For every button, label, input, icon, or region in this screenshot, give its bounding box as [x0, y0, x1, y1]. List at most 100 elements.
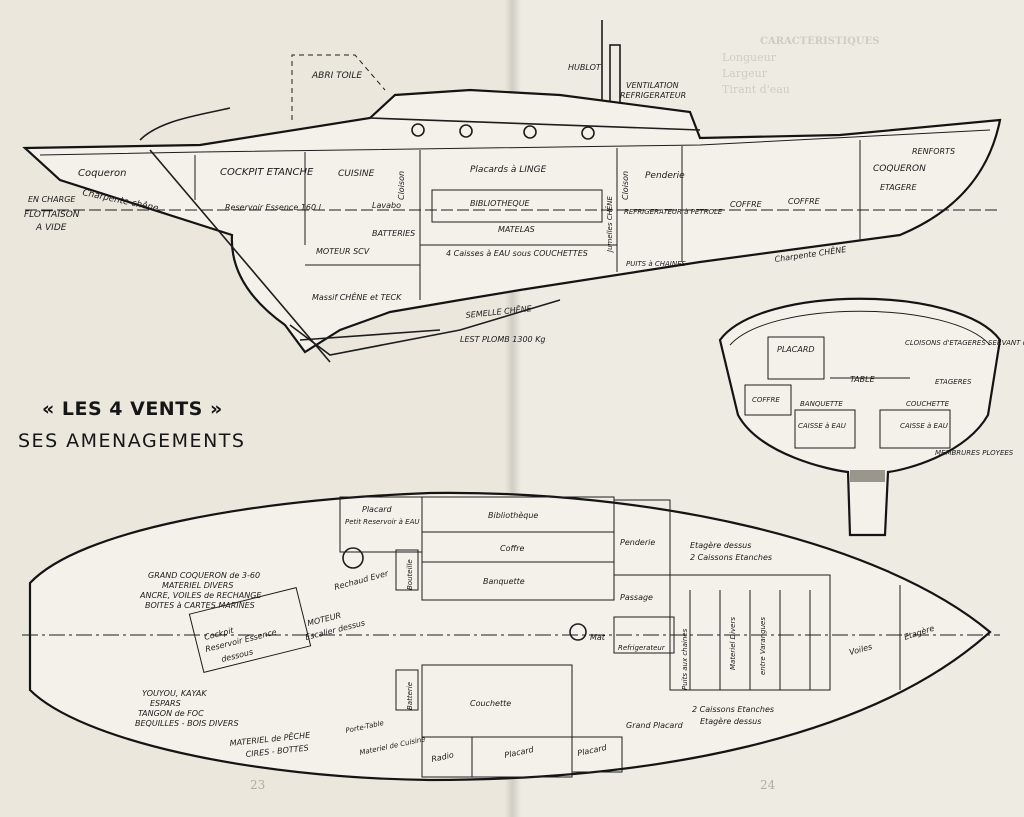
bibliotheque-shelf — [431, 189, 603, 223]
label-plan-espars: ESPARS — [150, 699, 181, 708]
section-deck — [729, 310, 991, 346]
label-section-etageres: ETAGERES — [935, 378, 972, 386]
label-plan-banquette: Banquette — [483, 577, 525, 586]
label-etagere: ETAGERE — [880, 183, 917, 192]
label-plan-refrigerateur: Refrigerateur — [618, 644, 666, 652]
tiller — [139, 107, 231, 141]
label-section-caisse-left: CAISSE à EAU — [798, 422, 846, 430]
label-section-table: TABLE — [850, 375, 876, 384]
label-section-coffre: COFFRE — [752, 396, 780, 404]
label-plan-tangon: TANGON de FOC — [138, 709, 204, 718]
profile-hull — [22, 88, 1002, 354]
label-hublot: HUBLOT — [568, 63, 602, 72]
section-keel-block — [850, 470, 885, 482]
label-renforts: RENFORTS — [912, 147, 955, 156]
plan-placard-bottom2 — [571, 736, 623, 773]
label-section-membrures: MEMBRURES PLOYEES — [935, 449, 1014, 457]
page-number-left: 23 — [250, 778, 266, 792]
label-plan-materiel-divers-fwd: Materiel Divers — [729, 617, 737, 670]
rudder-post — [149, 149, 331, 363]
label-plan-penderie: Penderie — [620, 538, 655, 547]
label-plan-bouteille: Bouteille — [406, 559, 414, 590]
label-plan-coffre: Coffre — [500, 544, 525, 553]
label-en-charge: EN CHARGE — [28, 195, 76, 204]
section-placard — [767, 336, 825, 380]
section-banquette — [794, 409, 856, 449]
label-refrigerateur-petrole: REFRIGERATEUR à PETROLE — [624, 208, 723, 216]
label-batteries: BATTERIES — [372, 229, 415, 238]
label-lavabo: Lavabo — [372, 201, 401, 210]
label-plan-grand-placard: Grand Placard — [626, 721, 684, 730]
plan-penderie — [613, 499, 671, 576]
cabin-roof — [369, 117, 701, 131]
label-plan-entre-varangues: entre Varangues — [759, 617, 767, 675]
porthole — [523, 125, 537, 139]
label-coffre-1: COFFRE — [730, 200, 763, 209]
label-plan-etagere-dessus2: Etagère dessus — [700, 716, 761, 726]
label-plan-boites: BOITES à CARTES MARINES — [145, 601, 255, 610]
porthole — [411, 123, 425, 137]
plan-bouteille — [395, 549, 419, 591]
label-plan-puits-chaines: Puits aux chaines — [681, 628, 689, 690]
label-plan-etagere-dessus: Etagère dessus — [690, 540, 751, 550]
label-plan-passage: Passage — [620, 593, 653, 602]
label-coffre-2: COFFRE — [788, 197, 821, 206]
porthole — [581, 126, 595, 140]
label-cloison-1: Cloison — [397, 171, 406, 200]
label-placards-linge: Placards à LINGE — [470, 165, 547, 175]
label-plan-youyou: YOUYOU, KAYAK — [142, 689, 207, 698]
label-plan-placard-top: Placard — [362, 505, 393, 514]
label-flottaison: FLOTTAISON — [24, 210, 80, 220]
label-bibliotheque: BIBLIOTHEQUE — [470, 199, 531, 208]
label-section-couchette: COUCHETTE — [906, 400, 950, 408]
label-a-vide: A VIDE — [35, 223, 67, 233]
background-heading: CARACTÉRISTIQUES — [760, 36, 880, 47]
label-cloison-2: Cloison — [621, 171, 630, 200]
label-section-banquette: BANQUETTE — [800, 400, 843, 408]
label-plan-batterie: Batterie — [406, 682, 414, 710]
label-puits-chaines: PUITS à CHAINES — [626, 260, 687, 268]
label-plan-mat: Mat — [590, 633, 606, 642]
page-number-right: 24 — [760, 778, 776, 792]
plan-banquette — [421, 561, 615, 601]
section-coffre — [744, 384, 792, 416]
porthole — [459, 124, 473, 138]
label-matelas: MATELAS — [498, 225, 535, 234]
label-abri-toile: ABRI TOILE — [311, 71, 362, 81]
deck-line — [39, 129, 991, 156]
plan-refrigerateur — [613, 616, 675, 654]
section-hull — [718, 297, 1002, 537]
section-couchette — [879, 409, 951, 449]
label-plan-bequilles: BEQUILLES - BOIS DIVERS — [135, 719, 239, 728]
label-caisses-eau: 4 Caisses à EAU sous COUCHETTES — [446, 249, 588, 258]
lest — [299, 329, 441, 341]
label-section-caisse-right: CAISSE à EAU — [900, 422, 948, 430]
label-ventilation: VENTILATION — [626, 81, 679, 90]
label-plan-grand-coqueron: GRAND COQUERON de 3-60 — [148, 571, 260, 580]
diagram-title: « LES 4 VENTS » — [42, 398, 223, 420]
plan-hull — [28, 491, 992, 782]
cockpit-box — [188, 586, 312, 674]
label-coqueron-fwd: COQUERON — [873, 164, 926, 174]
label-cockpit-etanche: COCKPIT ETANCHE — [220, 167, 314, 178]
diagram-subtitle: SES AMENAGEMENTS — [18, 430, 246, 452]
plan-mat — [569, 623, 587, 641]
label-plan-petit-reservoir: Petit Reservoir à EAU — [345, 518, 420, 526]
label-coqueron-aft: Coqueron — [78, 168, 127, 179]
label-plan-ancre: ANCRE, VOILES de RECHANGE — [139, 591, 262, 600]
label-refrigerateur-top: REFRIGERATEUR — [620, 91, 686, 100]
label-cuisine: CUISINE — [338, 169, 375, 179]
label-jumelles-chene: Jumelles CHÊNE — [605, 195, 614, 254]
label-section-placard: PLACARD — [777, 345, 815, 354]
label-plan-materiel-divers: MATERIEL DIVERS — [162, 581, 233, 590]
plan-rechaud — [342, 547, 364, 569]
background-spec-3: Tirant d'eau — [722, 83, 790, 96]
label-massif: Massif CHÊNE et TECK — [312, 291, 402, 302]
label-penderie: Penderie — [645, 171, 685, 181]
plan-batterie — [395, 669, 419, 711]
label-plan-caissons: 2 Caissons Etanches — [690, 553, 772, 562]
background-spec-1: Longueur — [722, 51, 776, 64]
